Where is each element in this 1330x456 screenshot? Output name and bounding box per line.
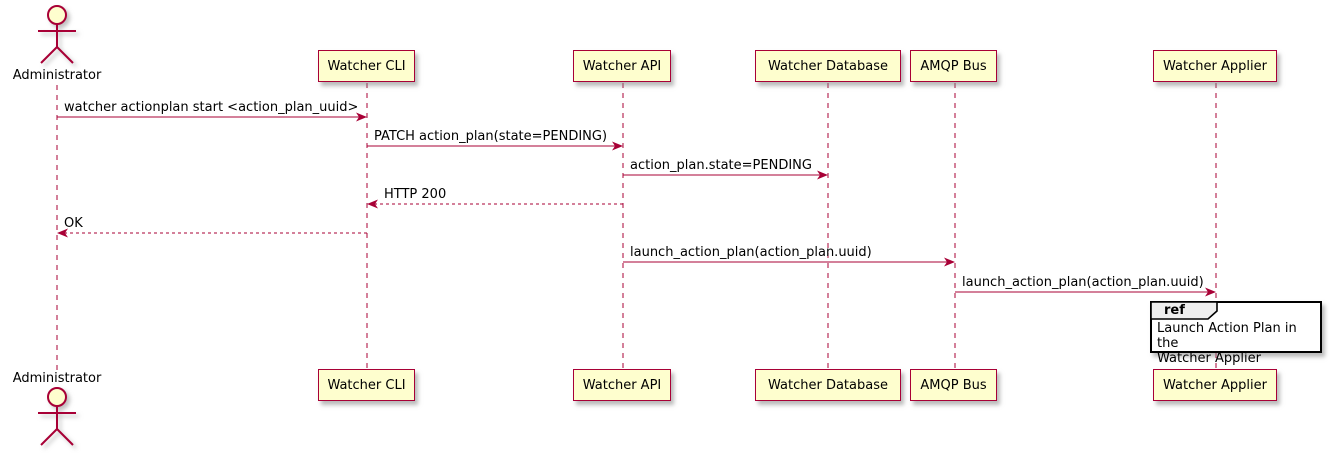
actor-label-top: Administrator xyxy=(12,68,102,83)
lifelines xyxy=(56,83,1217,370)
message-label-3: action_plan.state=PENDING xyxy=(630,158,812,173)
message-label-5: OK xyxy=(64,216,83,231)
message-label-7: launch_action_plan(action_plan.uuid) xyxy=(962,275,1204,290)
participant-box-amqp-bus-top: AMQP Bus xyxy=(910,50,997,82)
participant-box-watcher-cli-bottom: Watcher CLI xyxy=(318,369,415,401)
ref-text: Launch Action Plan in the Watcher Applie… xyxy=(1157,321,1320,366)
actor-label-bottom: Administrator xyxy=(12,371,102,386)
message-arrow-2 xyxy=(367,141,623,151)
message-arrows xyxy=(57,112,1216,297)
participant-box-watcher-applier-top: Watcher Applier xyxy=(1153,50,1277,82)
participant-box-watcher-api-bottom: Watcher API xyxy=(573,369,671,401)
message-label-4: HTTP 200 xyxy=(384,187,447,202)
message-label-1: watcher actionplan start <action_plan_uu… xyxy=(64,100,359,115)
participant-box-watcher-cli-top: Watcher CLI xyxy=(318,50,415,82)
ref-fragment: ref Launch Action Plan in the Watcher Ap… xyxy=(1150,301,1322,366)
ref-header-shape xyxy=(1150,301,1218,320)
ref-text-line-2: Watcher Applier xyxy=(1157,351,1261,366)
participant-box-watcher-api-top: Watcher API xyxy=(573,50,671,82)
ref-keyword: ref xyxy=(1164,303,1185,318)
message-arrow-1 xyxy=(57,112,367,122)
message-label-2: PATCH action_plan(state=PENDING) xyxy=(374,129,608,144)
actor-head xyxy=(47,387,67,407)
message-label-6: launch_action_plan(action_plan.uuid) xyxy=(630,245,872,260)
message-arrow-4 xyxy=(367,199,623,209)
participant-box-watcher-applier-bottom: Watcher Applier xyxy=(1153,369,1277,401)
participant-box-watcher-database-bottom: Watcher Database xyxy=(755,369,901,401)
message-arrow-6 xyxy=(623,257,955,267)
message-arrow-3 xyxy=(623,170,828,180)
message-arrow-7 xyxy=(955,287,1216,297)
actor-figure-bottom xyxy=(38,387,76,446)
ref-text-line-1: Launch Action Plan in the xyxy=(1157,321,1297,351)
message-arrow-5 xyxy=(57,228,367,238)
participant-box-amqp-bus-bottom: AMQP Bus xyxy=(910,369,997,401)
participant-box-watcher-database-top: Watcher Database xyxy=(755,50,901,82)
actor-head xyxy=(47,5,67,25)
actor-figure-top xyxy=(38,5,76,64)
